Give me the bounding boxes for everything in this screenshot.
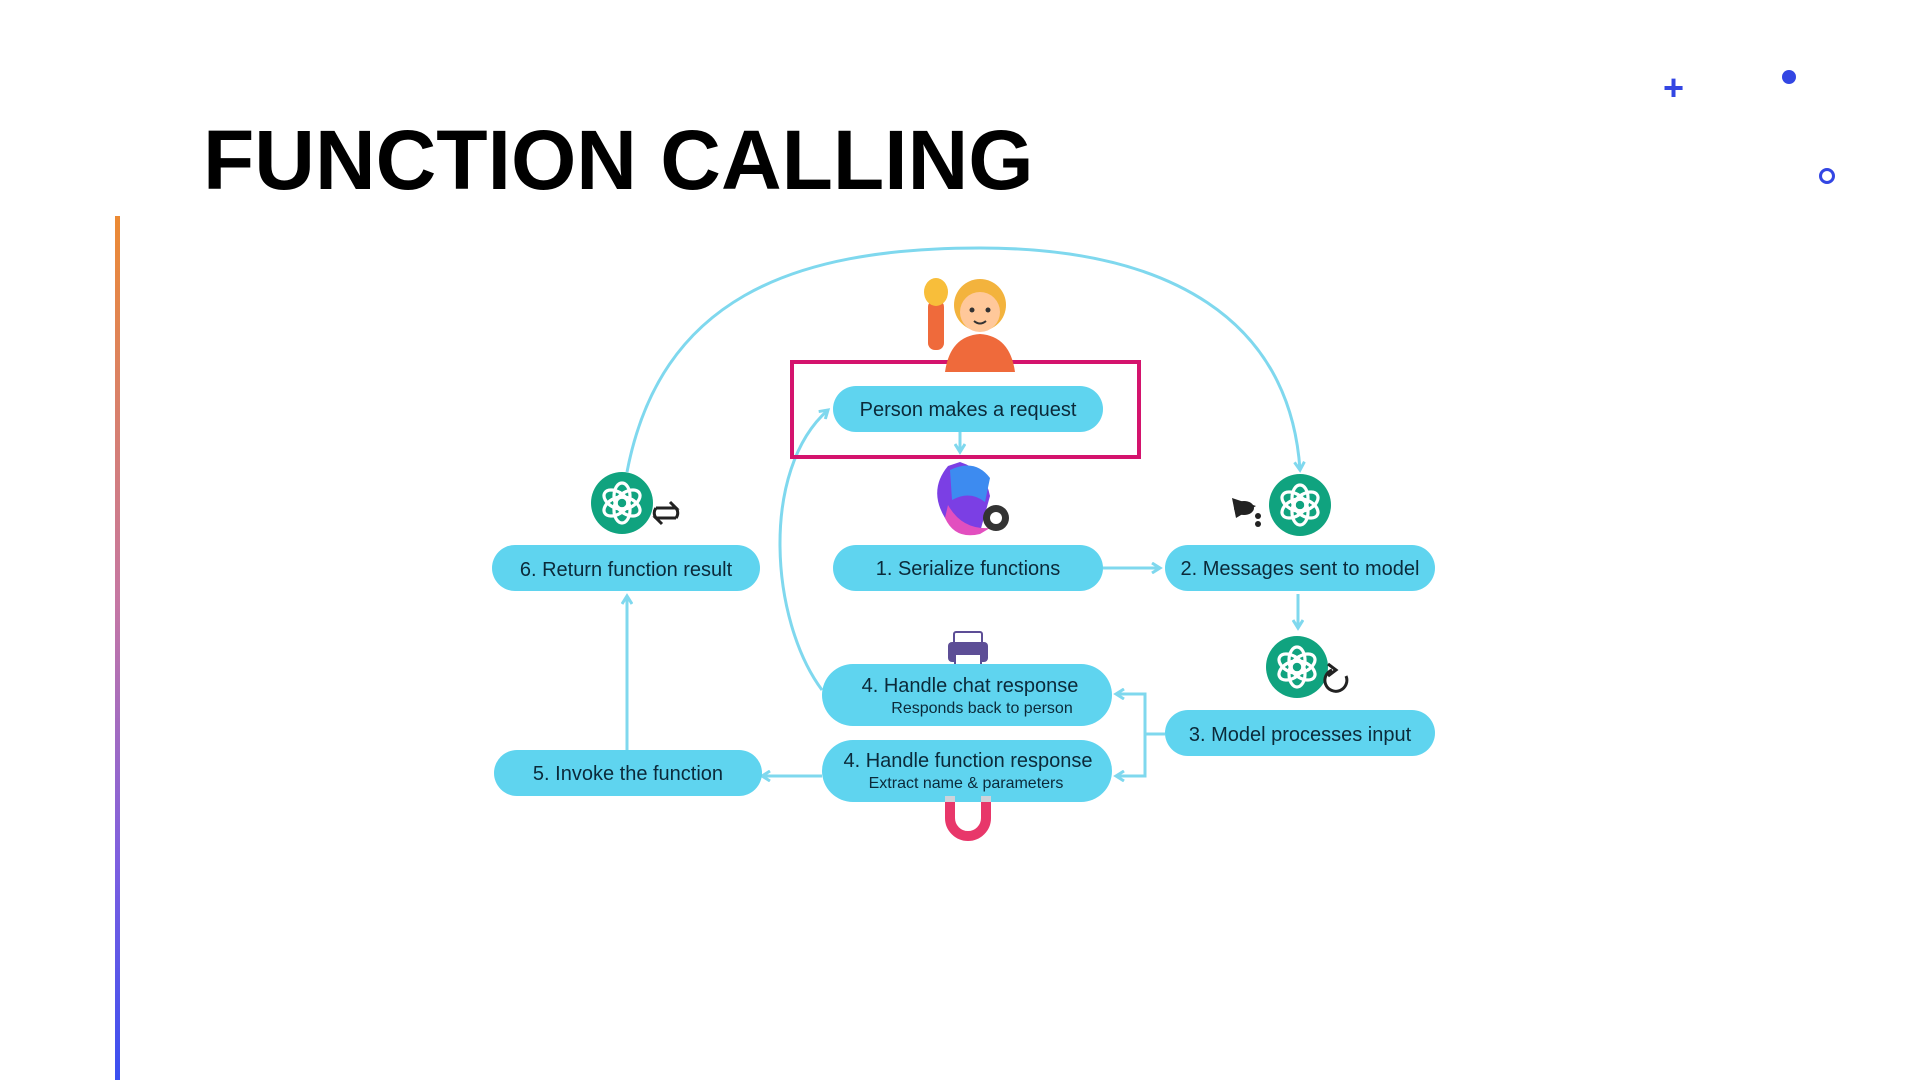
- step4-chat-pill: [822, 664, 1112, 726]
- semantic-kernel-logo-icon: [937, 462, 1009, 536]
- step2-label: 2. Messages sent to model: [1180, 558, 1419, 580]
- ring-decoration-icon: [1819, 168, 1835, 184]
- step5-label: 5. Invoke the function: [533, 763, 723, 785]
- refresh-icon: [1323, 662, 1349, 693]
- plus-decoration-icon: +: [1663, 67, 1685, 108]
- dot-decoration-icon: [1782, 70, 1796, 84]
- step4-func-sub: Extract name & parameters: [869, 775, 1064, 792]
- step3-pill: [1165, 710, 1435, 756]
- step4-chat-label: 4. Handle chat response: [862, 675, 1079, 697]
- step4-chat-sub: Responds back to person: [891, 700, 1072, 717]
- step1-pill: [833, 545, 1103, 591]
- accent-bar: [115, 216, 120, 1080]
- step1-label: 1. Serialize functions: [876, 558, 1061, 580]
- openai-logo-icon: [589, 470, 655, 536]
- swap-arrows-icon: [652, 500, 680, 526]
- arc-flow-arrow: [625, 246, 1300, 472]
- step6-pill: [492, 545, 760, 591]
- step4-func-label: 4. Handle function response: [843, 750, 1092, 772]
- openai-logo-icon: [1264, 634, 1330, 700]
- bee-icon: [1232, 498, 1261, 527]
- openai-logo-icon: [1267, 472, 1333, 538]
- step4-func-pill: [822, 740, 1112, 802]
- magnet-icon: [945, 796, 991, 841]
- raising-hand-person-icon: [924, 278, 1015, 372]
- step6-label: 6. Return function result: [520, 559, 733, 581]
- step3-label: 3. Model processes input: [1189, 724, 1412, 746]
- step3-to-step4-func-arrow: [1116, 734, 1147, 776]
- printer-icon: [948, 631, 988, 667]
- slide-title: FUNCTION CALLING: [203, 113, 1034, 207]
- step3-to-step4-chat-arrow: [1116, 694, 1147, 734]
- chat-back-to-request-arrow: [778, 410, 828, 691]
- step5-pill: [494, 750, 762, 796]
- request-pill: [833, 386, 1103, 432]
- step2-pill: [1165, 545, 1435, 591]
- request-label: Person makes a request: [860, 399, 1077, 421]
